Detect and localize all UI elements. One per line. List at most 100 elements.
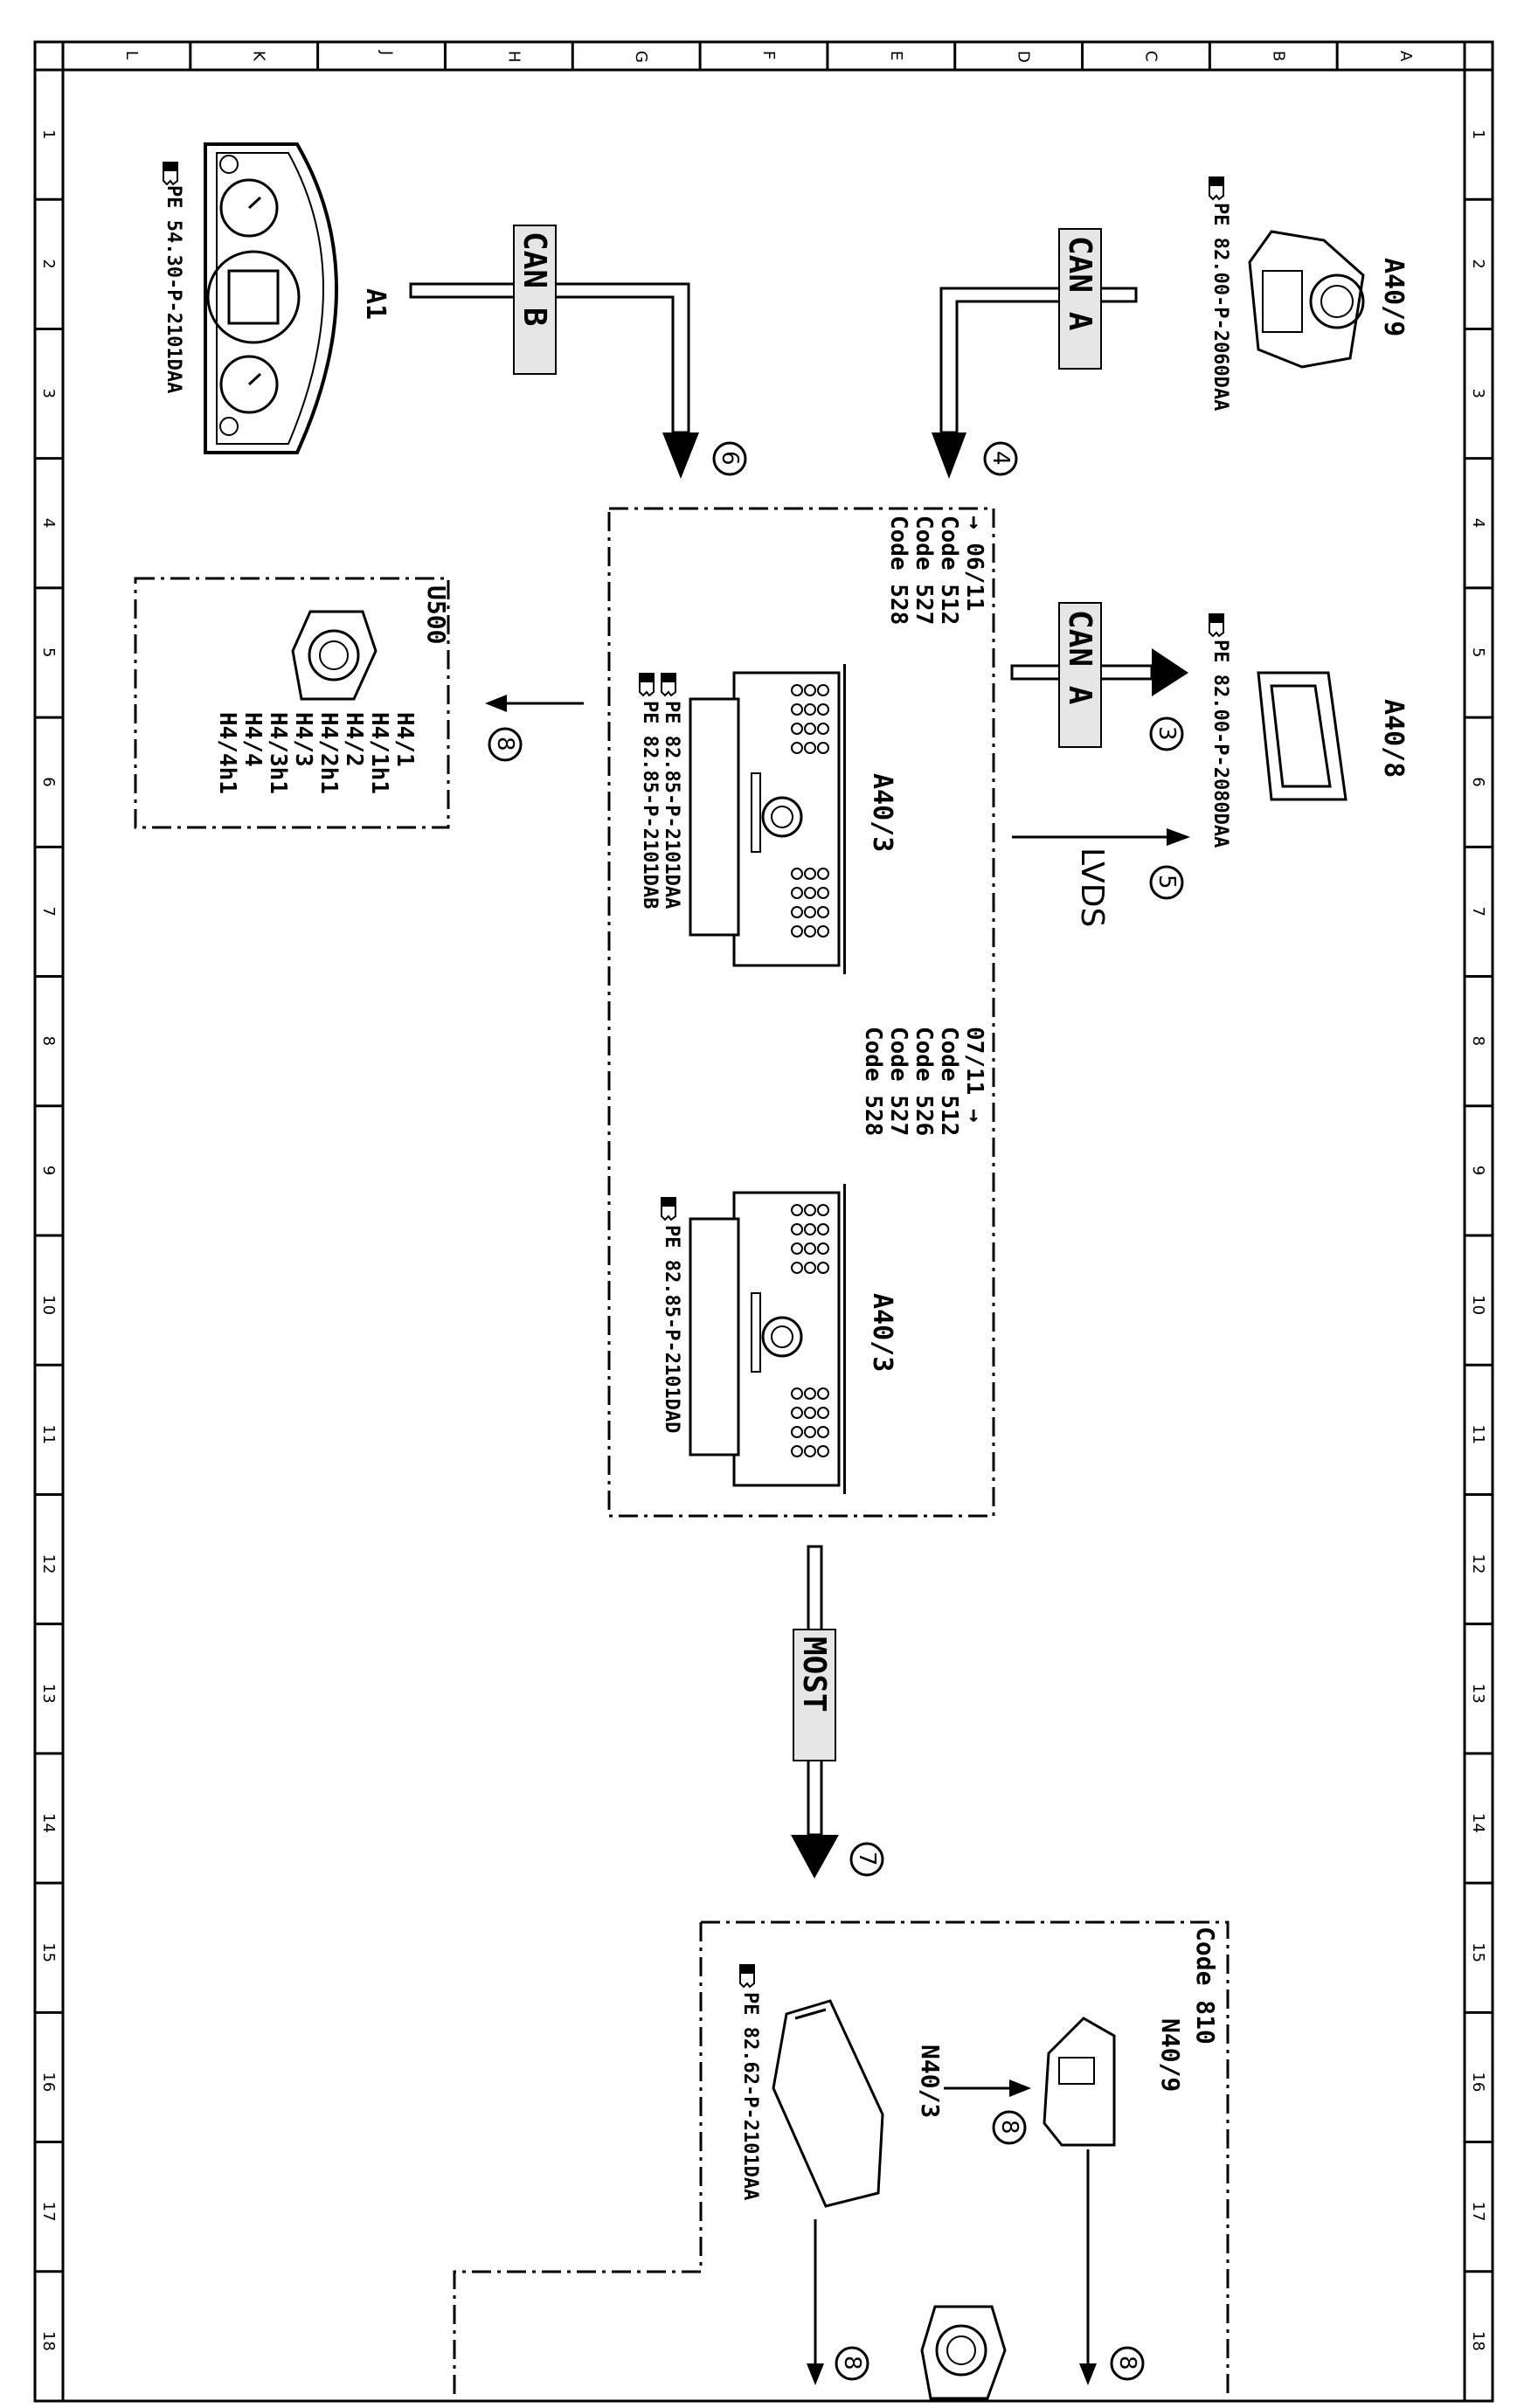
- svg-text:H4/4h1: H4/4h1: [214, 712, 240, 794]
- a40-9-module: A40/9 PE 82.00-P-2060DAA: [1208, 176, 1409, 411]
- u500-items: H4/1 H4/1h1 H4/2 H4/2h1 H4/3 H4/3h1 H4/4…: [214, 712, 418, 794]
- lvds-label: LVDS: [1074, 848, 1110, 927]
- button-dot: [791, 868, 803, 880]
- row-number: 8: [39, 1036, 58, 1046]
- a40-3-top-codes: → 06/11 Code 512 Code 527 Code 528: [885, 516, 987, 625]
- button-dot: [817, 1387, 829, 1400]
- button-dot: [817, 1204, 829, 1216]
- row-number: 10: [1469, 1295, 1487, 1315]
- a1-ref: PE 54.30-P-2101DAA: [163, 185, 184, 393]
- button-dot: [804, 868, 816, 880]
- n40-3-module: N40/3 PE 82.62-P-2101DAA: [738, 1963, 945, 2208]
- column-letter: C: [1141, 51, 1160, 62]
- column-letter: J: [378, 50, 396, 55]
- a40-3-bottom-unit: A40/3 PE 82.85-P-2101DAD: [660, 1184, 897, 1494]
- row-number: 14: [39, 1813, 58, 1833]
- a40-3-top-label: A40/3: [867, 773, 897, 852]
- column-letter: B: [1269, 51, 1287, 61]
- code810-group-frame: [453, 1920, 1230, 2398]
- row-number: 9: [1469, 1166, 1487, 1175]
- code810-label: Code 810: [1191, 1927, 1220, 2045]
- row-number: 17: [1469, 2202, 1487, 2222]
- button-dot: [804, 723, 816, 735]
- svg-text:8: 8: [839, 2356, 865, 2370]
- column-letter: E: [887, 51, 905, 60]
- button-dot: [804, 1262, 816, 1274]
- button-dot: [804, 925, 816, 938]
- most-bus: MOST: [791, 1545, 839, 1879]
- row-number: 2: [39, 259, 58, 268]
- svg-text:Code 527: Code 527: [885, 1027, 911, 1136]
- button-dot: [804, 703, 816, 716]
- row-number: 7: [1469, 906, 1487, 916]
- a40-8-display: A40/8 PE 82.00-P-2080DAA: [1208, 612, 1409, 848]
- n40-3-out-link: [807, 2219, 824, 2385]
- a1-instrument-cluster: A1 PE 54.30-P-2101DAA: [162, 142, 391, 454]
- button-dot: [804, 906, 816, 918]
- svg-text:Code 528: Code 528: [885, 516, 911, 625]
- button-dot: [817, 1407, 829, 1419]
- svg-text:Code 528: Code 528: [860, 1027, 886, 1136]
- n40-9-out-link: [1079, 2149, 1097, 2385]
- row-number: 1: [39, 129, 58, 139]
- column-letter: K: [250, 51, 268, 62]
- can-a-top-label: CAN A: [1062, 236, 1098, 331]
- callout-6: 6: [712, 441, 747, 476]
- drawing-frame: [33, 40, 1494, 2403]
- button-dot: [791, 1242, 803, 1255]
- n40-3-to-n40-9-link: [944, 2079, 1031, 2097]
- button-dot: [791, 925, 803, 938]
- button-dot: [791, 906, 803, 918]
- button-dot: [817, 1242, 829, 1255]
- svg-text:6: 6: [717, 451, 743, 466]
- svg-text:H4/2: H4/2: [341, 712, 367, 767]
- row-number: 13: [1469, 1684, 1487, 1704]
- svg-text:3: 3: [1153, 726, 1180, 741]
- row-number: 15: [1469, 1942, 1487, 1962]
- button-dot: [817, 703, 829, 716]
- a40-8-ref: PE 82.00-P-2080DAA: [1209, 640, 1231, 848]
- button-dot: [817, 906, 829, 918]
- button-dot: [791, 1262, 803, 1274]
- button-dot: [817, 742, 829, 754]
- callout-8-n40-9-out: 8: [1110, 2346, 1145, 2381]
- button-dot: [804, 684, 816, 696]
- a40-3-bottom-ref: PE 82.85-P-2101DAD: [661, 1225, 682, 1433]
- svg-text:8: 8: [1114, 2356, 1140, 2370]
- most-label: MOST: [796, 1636, 832, 1713]
- a40-9-ref: PE 82.00-P-2060DAA: [1209, 203, 1231, 411]
- can-a-mid-label: CAN A: [1062, 610, 1098, 705]
- column-letter: A: [1396, 51, 1415, 62]
- u500-label: U500: [422, 585, 451, 644]
- svg-text:07/11 →: 07/11 →: [961, 1027, 987, 1123]
- a40-9-label: A40/9: [1378, 258, 1409, 336]
- n40-3-ref: PE 82.62-P-2101DAA: [739, 1992, 761, 2200]
- row-number: 5: [39, 647, 58, 657]
- button-dot: [804, 1426, 816, 1438]
- u500-group-frame: [134, 577, 450, 829]
- button-dot: [791, 1445, 803, 1457]
- button-dot: [804, 742, 816, 754]
- bottom-speaker: [920, 2305, 1007, 2400]
- button-dot: [804, 1445, 816, 1457]
- button-dot: [791, 703, 803, 716]
- callout-8-n40: 8: [992, 2110, 1027, 2145]
- button-dot: [804, 1387, 816, 1400]
- button-dot: [791, 723, 803, 735]
- column-letter: D: [1015, 51, 1033, 63]
- row-number: 17: [39, 2202, 58, 2222]
- svg-text:→ 06/11: → 06/11: [961, 516, 987, 612]
- a40-3-group-frame: [607, 507, 995, 1518]
- row-number: 18: [1469, 2331, 1487, 2351]
- a40-8-label: A40/8: [1378, 699, 1409, 778]
- button-dot: [817, 1262, 829, 1274]
- svg-text:H4/3h1: H4/3h1: [265, 712, 291, 794]
- row-number: 16: [1469, 2072, 1487, 2092]
- callout-8-u500: 8: [488, 727, 523, 762]
- svg-text:5: 5: [1153, 875, 1180, 889]
- button-dot: [804, 1223, 816, 1235]
- svg-text:Code 512: Code 512: [936, 1027, 962, 1136]
- row-number: 12: [1469, 1554, 1487, 1574]
- button-dot: [791, 1223, 803, 1235]
